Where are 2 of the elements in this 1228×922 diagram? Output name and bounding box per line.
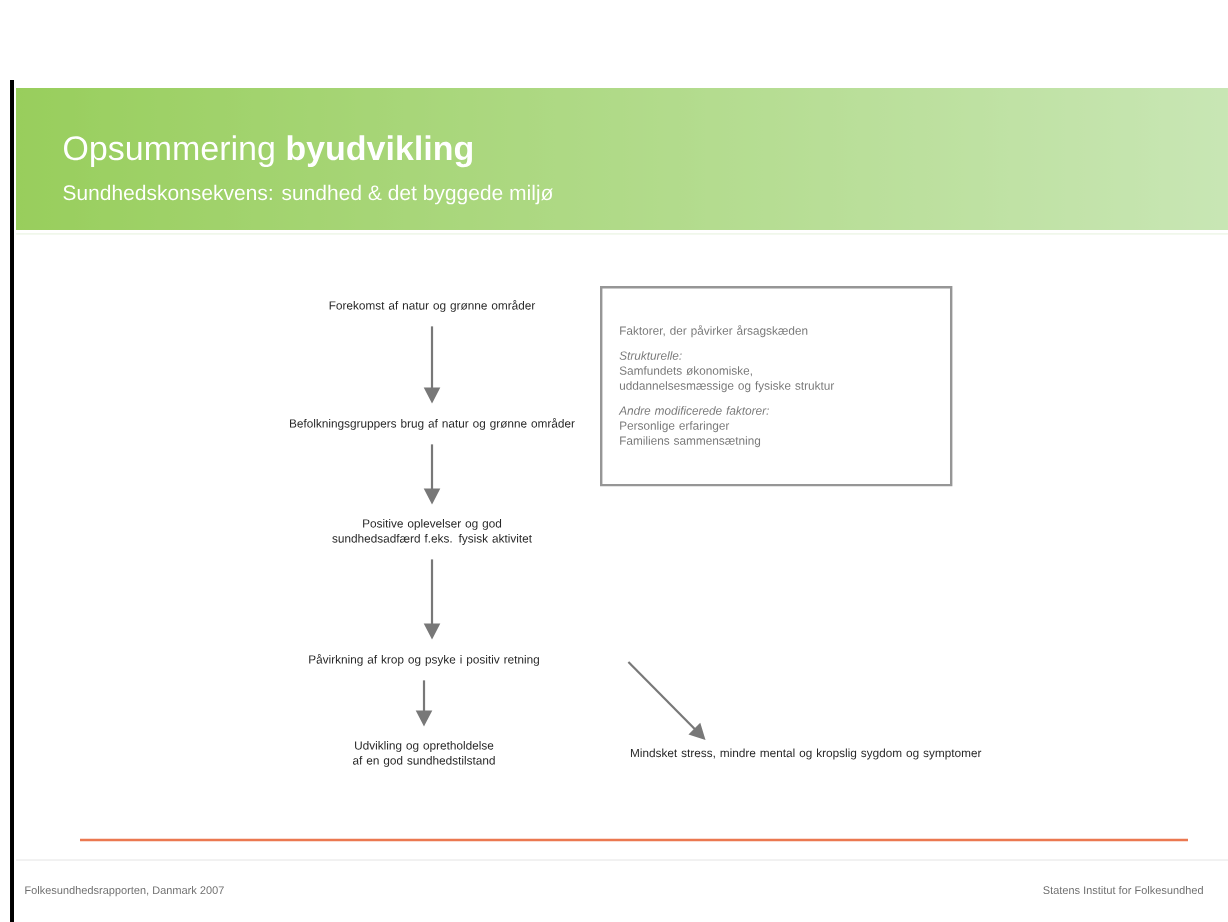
slide-subtitle: Sundhedskonsekvens: sundhed & det byggede miljø	[63, 184, 553, 205]
slide-title: Opsummering byudvikling	[64, 135, 473, 168]
